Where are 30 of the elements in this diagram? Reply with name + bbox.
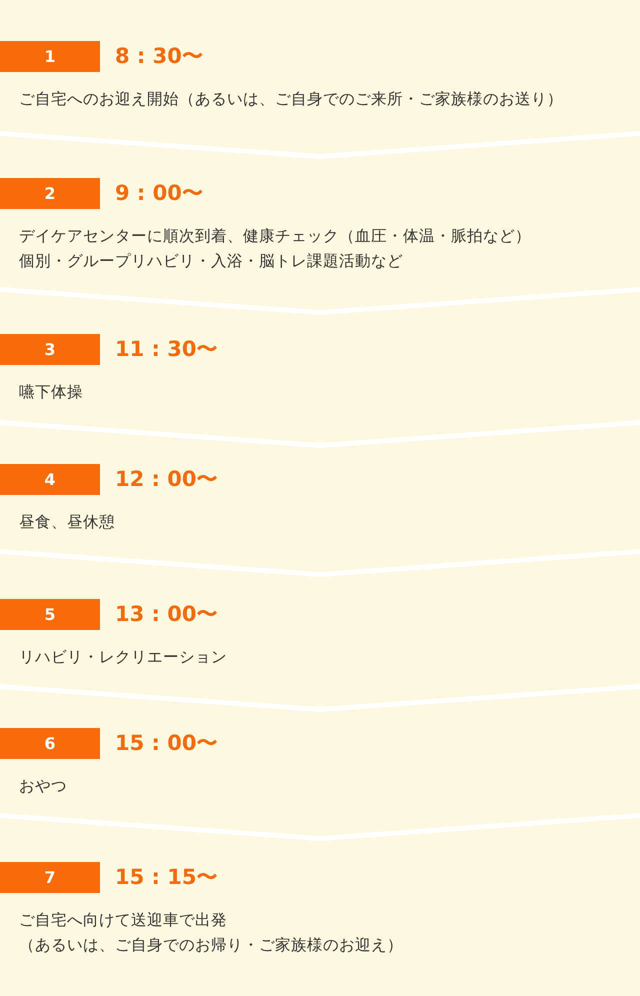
step-number: 3: [0, 334, 100, 365]
step-time: 11 : 30〜: [115, 336, 218, 363]
step-number: 4: [0, 464, 100, 495]
step-time: 8 : 30〜: [115, 43, 203, 70]
step-time: 13 : 00〜: [115, 601, 218, 628]
step-time: 15 : 00〜: [115, 730, 218, 757]
step-time: 12 : 00〜: [115, 466, 218, 493]
step-panel: [0, 554, 640, 707]
step-number: 6: [0, 728, 100, 759]
step-panel: [0, 689, 640, 836]
step-panel: [0, 425, 640, 572]
step-panel: [0, 0, 640, 154]
step-panel: [0, 818, 640, 996]
step-number: 2: [0, 178, 100, 209]
step-number: 1: [0, 41, 100, 72]
step-description: （あるいは、ご自身でのお帰り・ご家族様のお迎え）: [19, 934, 403, 956]
step-description: ご自宅へのお迎え開始（あるいは、ご自身でのご来所・ご家族様のお送り）: [19, 88, 563, 110]
step-number: 5: [0, 599, 100, 630]
step-panel: [0, 292, 640, 443]
step-description: 嚥下体操: [19, 382, 83, 402]
step-panel: [0, 136, 640, 310]
step-time: 15 : 15〜: [115, 864, 218, 891]
step-description: おやつ: [19, 776, 67, 796]
step-number: 7: [0, 862, 100, 893]
step-description: 個別・グループリハビリ・入浴・脳トレ課題活動など: [19, 250, 403, 272]
step-description: リハビリ・レクリエーション: [19, 646, 227, 668]
step-description: ご自宅へ向けて送迎車で出発: [19, 910, 227, 930]
step-description: デイケアセンターに順次到着、健康チェック（血圧・体温・脈拍など）: [19, 226, 531, 246]
step-description: 昼食、昼休憩: [19, 512, 115, 532]
step-time: 9 : 00〜: [115, 180, 203, 207]
